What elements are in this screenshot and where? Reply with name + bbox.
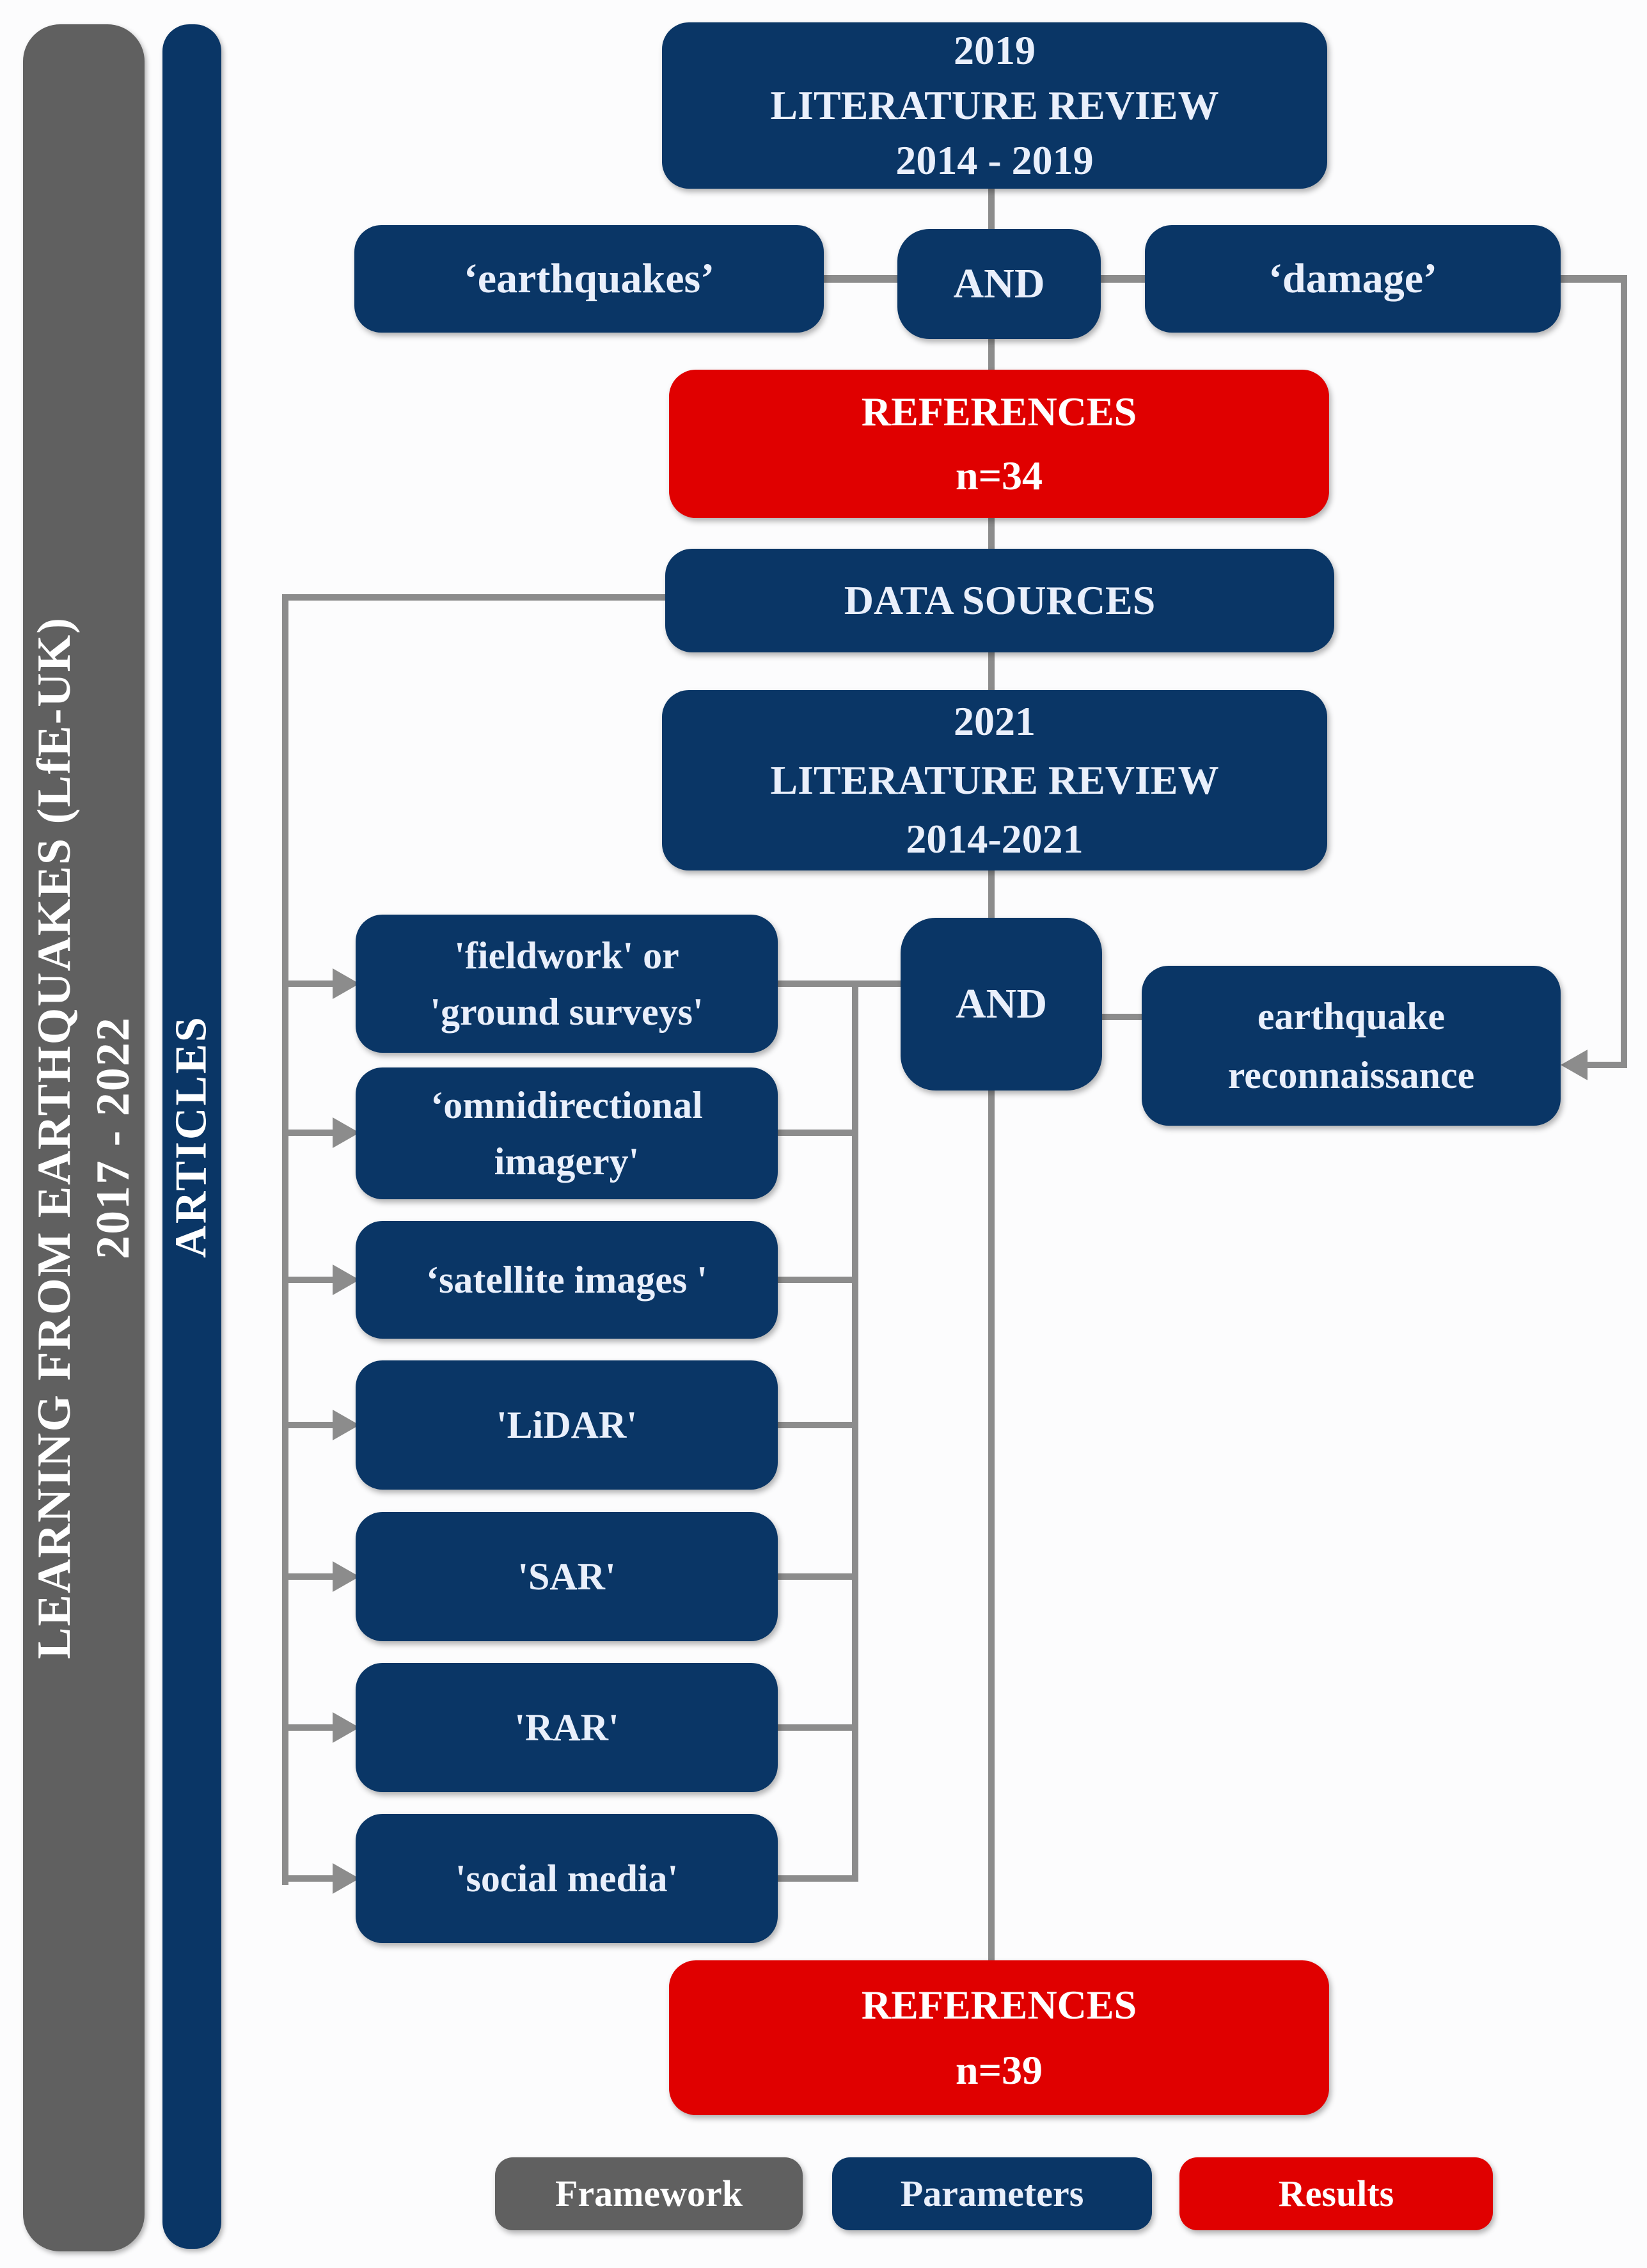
connector-left-vertical [282, 594, 288, 1885]
review2019-line3: 2014 - 2019 [895, 138, 1094, 183]
arrowhead-fieldwork [333, 968, 359, 999]
arrowhead-rar [333, 1712, 359, 1743]
arrowhead-into-reconnaissance [1561, 1050, 1588, 1080]
review2019-line2: LITERATURE REVIEW [770, 83, 1219, 128]
fieldwork-line1: 'fieldwork' or [454, 934, 679, 977]
connector-and-damage [1099, 275, 1147, 283]
connector-damage-rightline [1559, 275, 1627, 283]
damage-label: ‘damage’ [1268, 255, 1437, 302]
node-and-operator-1: AND [897, 229, 1101, 339]
review2019-line1: 2019 [954, 28, 1036, 73]
node-keyword-satellite-images: ‘satellite images ' [356, 1221, 778, 1339]
omnidirectional-line1: ‘omnidirectional [430, 1084, 703, 1126]
arrowhead-omnidirectional [333, 1117, 359, 1148]
framework-sidebar-text: LEARNING FROM EARTHQUAKES (LfE-UK) 2017 … [25, 617, 143, 1659]
legend-results-label: Results [1278, 2173, 1394, 2214]
node-earthquake-reconnaissance: earthquake reconnaissance [1142, 966, 1561, 1126]
rstub-sar [778, 1573, 852, 1580]
stub-satellite [288, 1277, 335, 1283]
rstub-rar [778, 1724, 852, 1731]
rstub-satellite [778, 1277, 852, 1283]
arrowhead-social-media [333, 1863, 359, 1894]
stub-lidar [288, 1422, 335, 1428]
reconnaissance-line1: earthquake [1257, 995, 1446, 1037]
framework-sidebar-line2: 2017 - 2022 [87, 1016, 140, 1259]
social-media-label: 'social media' [455, 1857, 679, 1900]
connector-2021-and2 [988, 870, 995, 919]
rar-label: 'RAR' [514, 1706, 619, 1749]
references39-line2: n=39 [955, 2047, 1043, 2093]
node-keyword-sar: 'SAR' [356, 1512, 778, 1641]
stub-omnidirectional [288, 1130, 335, 1136]
stub-sar [288, 1573, 335, 1580]
reconnaissance-line2: reconnaissance [1227, 1054, 1475, 1096]
sar-label: 'SAR' [517, 1555, 616, 1598]
node-keyword-rar: 'RAR' [356, 1663, 778, 1792]
earthquakes-label: ‘earthquakes’ [463, 255, 715, 302]
node-earthquakes-keyword: ‘earthquakes’ [354, 225, 824, 333]
omnidirectional-line2: imagery' [494, 1140, 640, 1183]
legend-results: Results [1179, 2157, 1493, 2230]
legend-framework: Framework [495, 2157, 803, 2230]
framework-sidebar-line1: LEARNING FROM EARTHQUAKES (LfE-UK) [28, 617, 81, 1659]
node-and-operator-2: AND [901, 918, 1102, 1091]
and2-label: AND [956, 980, 1047, 1027]
node-data-sources: DATA SOURCES [665, 549, 1334, 652]
arrowhead-satellite [333, 1264, 359, 1295]
connector-fieldwork-and2 [778, 980, 901, 987]
stub-rar [288, 1724, 335, 1731]
connector-right-into-recon [1585, 1062, 1627, 1068]
node-literature-review-2019: 2019 LITERATURE REVIEW 2014 - 2019 [662, 22, 1327, 189]
legend-parameters: Parameters [832, 2157, 1152, 2230]
references34-line1: REFERENCES [861, 389, 1137, 434]
stub-fieldwork [288, 980, 335, 987]
connector-datasources-2021 [988, 652, 995, 691]
node-keyword-social-media: 'social media' [356, 1814, 778, 1943]
collector-right-vertical [852, 980, 858, 1882]
satellite-label: ‘satellite images ' [426, 1259, 707, 1301]
references39-line1: REFERENCES [861, 1982, 1137, 2028]
node-keyword-fieldwork: 'fieldwork' or 'ground surveys' [356, 915, 778, 1053]
rstub-lidar [778, 1422, 852, 1428]
rstub-omnidirectional [778, 1130, 852, 1136]
connector-datasources-left [285, 594, 666, 601]
review2021-line2: LITERATURE REVIEW [770, 757, 1219, 803]
fieldwork-line2: 'ground surveys' [430, 991, 704, 1033]
node-references-n39: REFERENCES n=39 [669, 1960, 1329, 2115]
data-sources-label: DATA SOURCES [844, 578, 1156, 623]
legend-parameters-label: Parameters [900, 2173, 1084, 2214]
arrowhead-lidar [333, 1410, 359, 1440]
node-damage-keyword: ‘damage’ [1145, 225, 1561, 333]
articles-sidebar-label: ARTICLES [167, 1015, 216, 1258]
connector-refs34-datasources [988, 518, 995, 550]
review2021-line3: 2014-2021 [906, 816, 1084, 862]
lidar-label: 'LiDAR' [496, 1404, 638, 1446]
connector-earthquakes-and [823, 275, 899, 283]
arrowhead-sar [333, 1561, 359, 1592]
framework-sidebar: LEARNING FROM EARTHQUAKES (LfE-UK) 2017 … [23, 24, 145, 2251]
connector-and2-recon [1101, 1014, 1143, 1020]
node-keyword-lidar: 'LiDAR' [356, 1360, 778, 1490]
connector-right-vertical [1621, 275, 1627, 1068]
legend-framework-label: Framework [555, 2173, 743, 2214]
review2021-line1: 2021 [954, 698, 1036, 744]
articles-sidebar: ARTICLES [162, 24, 221, 2249]
node-keyword-omnidirectional: ‘omnidirectional imagery' [356, 1067, 778, 1199]
stub-social-media [288, 1875, 335, 1882]
references34-line2: n=34 [955, 453, 1043, 498]
rstub-social-media [778, 1875, 852, 1882]
and1-label: AND [953, 260, 1045, 307]
node-references-n34: REFERENCES n=34 [669, 370, 1329, 518]
connector-and2-refs39 [988, 1090, 995, 1961]
node-literature-review-2021: 2021 LITERATURE REVIEW 2014-2021 [662, 690, 1327, 870]
